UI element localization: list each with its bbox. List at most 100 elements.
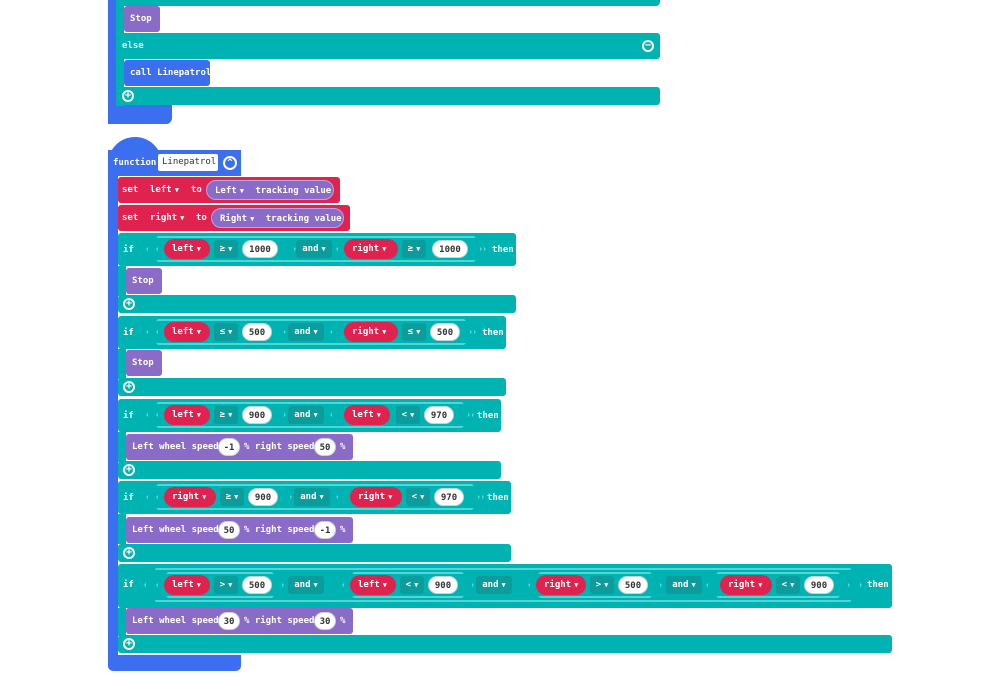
and-dropdown[interactable]: and▼ bbox=[288, 406, 324, 424]
comparison-b[interactable] bbox=[342, 572, 474, 598]
if-block-1[interactable]: if left▼ ≥▼ 1000 and▼ right▼ ≥▼ 1000 the… bbox=[118, 233, 516, 266]
operator-dropdown[interactable]: <▼ bbox=[400, 576, 424, 594]
operator-dropdown[interactable]: <▼ bbox=[396, 406, 420, 424]
number-input[interactable]: 900 bbox=[804, 576, 834, 594]
function-name-field[interactable]: Linepatrol bbox=[158, 154, 218, 171]
call-linepatrol-block[interactable]: call Linepatrol bbox=[124, 60, 211, 86]
number-input[interactable]: 500 bbox=[242, 323, 272, 341]
comparison-b[interactable] bbox=[330, 319, 472, 345]
comparison-c[interactable] bbox=[528, 572, 662, 598]
comparison-a[interactable] bbox=[156, 402, 286, 428]
operator-dropdown[interactable]: <▼ bbox=[776, 576, 800, 594]
stop-block[interactable]: Stop bbox=[126, 350, 162, 376]
variable-dropdown-left[interactable]: left▼ bbox=[150, 184, 179, 196]
stop-block[interactable]: Stop bbox=[124, 6, 160, 32]
if-left-rail bbox=[118, 432, 126, 462]
var-name: left bbox=[172, 410, 194, 420]
if-block-5[interactable]: if left▼ >▼ 500 and▼ left▼ <▼ 900 and▼ r… bbox=[118, 564, 892, 608]
add-branch-icon[interactable]: + bbox=[123, 298, 135, 310]
variable-right[interactable]: right▼ bbox=[344, 239, 398, 259]
number-input[interactable]: 500 bbox=[430, 323, 460, 341]
and-dropdown[interactable]: and▼ bbox=[476, 576, 512, 594]
function-header[interactable]: function Linepatrol ^ bbox=[108, 150, 241, 176]
wheel-speed-block[interactable]: Left wheel speed 30 % right speed 30 % bbox=[126, 608, 353, 634]
comparison-a[interactable] bbox=[156, 572, 284, 598]
add-branch-icon[interactable]: + bbox=[123, 547, 135, 559]
number-input[interactable]: 900 bbox=[248, 488, 278, 506]
comparison-d[interactable] bbox=[706, 572, 850, 598]
operator-dropdown[interactable]: ≥▼ bbox=[214, 240, 238, 258]
variable-right[interactable]: right▼ bbox=[164, 487, 216, 507]
else-row[interactable]: else − bbox=[116, 33, 660, 59]
variable-left[interactable]: left▼ bbox=[164, 575, 210, 595]
add-branch-icon[interactable]: + bbox=[122, 90, 134, 102]
variable-left-2[interactable]: left▼ bbox=[344, 405, 390, 425]
if-block-3[interactable]: if left▼ ≥▼ 900 and▼ left▼ <▼ 970 then bbox=[118, 399, 501, 432]
tracking-value-left[interactable]: Left▼ tracking value bbox=[206, 180, 334, 200]
if-block-4[interactable]: if right▼ ≥▼ 900 and▼ right▼ <▼ 970 then bbox=[118, 481, 511, 514]
comparison-b[interactable] bbox=[330, 402, 470, 428]
condition-and[interactable] bbox=[146, 402, 474, 428]
comparison-b[interactable] bbox=[336, 484, 480, 510]
left-speed-input[interactable]: 50 bbox=[218, 521, 240, 539]
right-speed-input[interactable]: -1 bbox=[314, 521, 336, 539]
number-input[interactable]: 900 bbox=[428, 576, 458, 594]
number-input[interactable]: 900 bbox=[242, 406, 272, 424]
operator-dropdown[interactable]: ≥▼ bbox=[402, 240, 426, 258]
number-input[interactable]: 1000 bbox=[432, 240, 468, 258]
stop-block[interactable]: Stop bbox=[126, 268, 162, 294]
operator-dropdown[interactable]: ≤▼ bbox=[402, 323, 426, 341]
operator-dropdown[interactable]: >▼ bbox=[214, 576, 238, 594]
left-speed-input[interactable]: -1 bbox=[218, 438, 240, 456]
collapse-icon[interactable]: ^ bbox=[223, 156, 237, 170]
variable-right-2[interactable]: right▼ bbox=[350, 487, 402, 507]
and-dropdown[interactable]: and▼ bbox=[294, 488, 330, 506]
operator-dropdown[interactable]: >▼ bbox=[590, 576, 614, 594]
operator-dropdown[interactable]: ≥▼ bbox=[220, 488, 244, 506]
condition-and[interactable] bbox=[146, 236, 486, 262]
number-input[interactable]: 970 bbox=[434, 488, 464, 506]
comparison-a[interactable] bbox=[156, 319, 286, 345]
tracking-side-dropdown[interactable]: Right▼ bbox=[220, 214, 254, 224]
condition-and-outer[interactable] bbox=[144, 568, 862, 602]
variable-left-2[interactable]: left▼ bbox=[350, 575, 396, 595]
number-input[interactable]: 970 bbox=[424, 406, 454, 424]
tracking-value-right[interactable]: Right▼ tracking value bbox=[211, 208, 344, 228]
variable-left[interactable]: left▼ bbox=[164, 405, 210, 425]
operator-dropdown[interactable]: ≤▼ bbox=[214, 323, 238, 341]
comparison-a[interactable] bbox=[156, 236, 296, 262]
add-branch-icon[interactable]: + bbox=[123, 638, 135, 650]
number-input[interactable]: 500 bbox=[242, 576, 272, 594]
var-name: left bbox=[172, 327, 194, 337]
operator-dropdown[interactable]: <▼ bbox=[406, 488, 430, 506]
condition-and[interactable] bbox=[146, 319, 476, 345]
variable-right-2[interactable]: right▼ bbox=[720, 575, 772, 595]
if-block-2[interactable]: if left▼ ≤▼ 500 and▼ right▼ ≤▼ 500 then bbox=[118, 316, 506, 349]
tracking-side-dropdown[interactable]: Left▼ bbox=[215, 186, 244, 196]
add-branch-icon[interactable]: + bbox=[123, 464, 135, 476]
set-left-block[interactable]: set left▼ to Left▼ tracking value bbox=[118, 177, 340, 203]
variable-right[interactable]: right▼ bbox=[344, 322, 398, 342]
wheel-speed-block[interactable]: Left wheel speed 50 % right speed -1 % bbox=[126, 517, 353, 543]
left-speed-input[interactable]: 30 bbox=[218, 612, 240, 630]
and-dropdown[interactable]: and▼ bbox=[296, 240, 332, 258]
variable-left[interactable]: left▼ bbox=[164, 322, 210, 342]
wheel-speed-block[interactable]: Left wheel speed -1 % right speed 50 % bbox=[126, 434, 353, 460]
variable-left[interactable]: left▼ bbox=[164, 239, 210, 259]
and-dropdown[interactable]: and▼ bbox=[288, 323, 324, 341]
variable-dropdown-right[interactable]: right▼ bbox=[150, 212, 184, 224]
right-speed-input[interactable]: 30 bbox=[314, 612, 336, 630]
comparison-b[interactable] bbox=[336, 236, 482, 262]
minus-icon[interactable]: − bbox=[642, 40, 654, 52]
and-dropdown[interactable]: and▼ bbox=[666, 576, 702, 594]
right-speed-input[interactable]: 50 bbox=[314, 438, 336, 456]
add-branch-icon[interactable]: + bbox=[123, 381, 135, 393]
set-right-block[interactable]: set right▼ to Right▼ tracking value bbox=[118, 205, 350, 231]
and-dropdown[interactable]: and▼ bbox=[288, 576, 324, 594]
number-input[interactable]: 1000 bbox=[242, 240, 278, 258]
variable-right[interactable]: right▼ bbox=[536, 575, 586, 595]
condition-and[interactable] bbox=[146, 484, 484, 510]
comparison-a[interactable] bbox=[156, 484, 292, 510]
operator-dropdown[interactable]: ≥▼ bbox=[214, 406, 238, 424]
number-input[interactable]: 500 bbox=[618, 576, 648, 594]
